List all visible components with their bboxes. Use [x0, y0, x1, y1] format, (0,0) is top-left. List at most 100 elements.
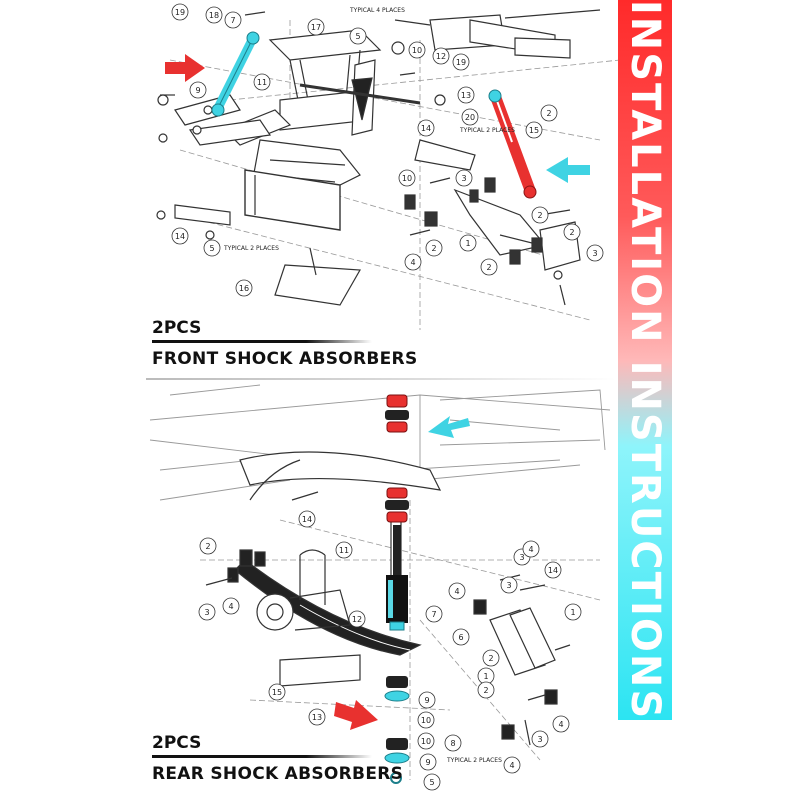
rear-shock	[384, 394, 410, 784]
front-callout-number: 12	[436, 52, 446, 61]
front-title: FRONT SHOCK ABSORBERS	[152, 349, 418, 369]
front-callout-number: 18	[209, 11, 219, 20]
front-callout-number: 2	[431, 244, 436, 253]
front-callout-circle	[480, 258, 498, 276]
front-callout-number: 14	[421, 124, 431, 133]
rear-callout-circle	[222, 597, 240, 615]
rear-callout-number: 3	[204, 608, 209, 617]
front-callout-circle	[432, 47, 450, 65]
rear-callout-circle	[423, 773, 441, 791]
front-callout-circle	[540, 104, 558, 122]
front-callout-number: 15	[529, 126, 539, 135]
rear-callout-number: 15	[272, 688, 282, 697]
front-callout-number: 7	[230, 16, 235, 25]
front-red-arrow	[165, 54, 205, 82]
front-callout-number: 11	[257, 78, 267, 87]
rear-suspension-drawing	[149, 384, 611, 780]
front-callout-circle	[235, 279, 253, 297]
rear-caption: 2PCS REAR SHOCK ABSORBERS	[152, 733, 403, 784]
rear-callout-number: 14	[302, 515, 312, 524]
rear-callout-number: 3	[519, 553, 524, 562]
rear-callout-number: 6	[458, 633, 463, 642]
front-callout-circle	[398, 169, 416, 187]
rear-callout-number: 14	[548, 566, 558, 575]
front-callout-circle	[404, 253, 422, 271]
rear-callout-number: 4	[228, 602, 233, 611]
rear-callout-circle	[477, 681, 495, 699]
rear-callout-circle	[482, 649, 500, 667]
rear-callout-number: 1	[483, 672, 488, 681]
front-shock-red	[488, 89, 537, 199]
rear-callout-number: 12	[352, 615, 362, 624]
front-callout-circle	[531, 206, 549, 224]
rear-callout-number: 3	[537, 735, 542, 744]
rear-callout-circle	[544, 561, 562, 579]
rear-callout-circle	[552, 715, 570, 733]
section-divider	[146, 378, 616, 380]
rear-callout-number: 9	[425, 758, 430, 767]
rear-callout-number: 4	[454, 587, 459, 596]
front-note-a: TYPICAL 4 PLACES	[349, 7, 405, 14]
rear-callout-circle	[444, 734, 462, 752]
rear-callout-number: 10	[421, 737, 431, 746]
front-callout-number: 17	[311, 23, 321, 32]
rear-callout-number: 4	[528, 545, 533, 554]
front-callout-circle	[455, 169, 473, 187]
rear-rule	[152, 755, 372, 758]
rear-callout-circle	[418, 691, 436, 709]
rear-callout-circle	[419, 753, 437, 771]
front-callout-circle	[457, 86, 475, 104]
rear-callout-number: 4	[509, 761, 514, 770]
front-rule	[152, 340, 372, 343]
front-callout-circle	[171, 227, 189, 245]
front-callout-circle	[205, 6, 223, 24]
installation-banner: INSTALLATION INSTRUCTIONS	[618, 0, 672, 720]
front-callout-number: 2	[546, 109, 551, 118]
rear-callout-circle	[199, 537, 217, 555]
rear-callout-circle	[417, 711, 435, 729]
rear-red-arrow	[334, 700, 378, 730]
front-callout-circle	[307, 18, 325, 36]
front-callout-circle	[253, 73, 271, 91]
front-callout-circle	[461, 108, 479, 126]
rear-quantity: 2PCS	[152, 733, 202, 753]
front-cyan-arrow	[546, 157, 590, 183]
rear-callout-number: 13	[312, 713, 322, 722]
front-callout-number: 1	[465, 239, 470, 248]
rear-callout-number: 10	[421, 716, 431, 725]
front-callout-circle	[203, 239, 221, 257]
front-shock-cyan	[211, 31, 260, 117]
front-callout-number: 2	[569, 228, 574, 237]
rear-callout-number: 2	[483, 686, 488, 695]
front-callout-number: 14	[175, 232, 185, 241]
rear-callout-number: 8	[450, 739, 455, 748]
front-callout-number: 3	[461, 174, 466, 183]
front-callout-number: 2	[537, 211, 542, 220]
rear-callout-circle	[564, 603, 582, 621]
front-callout-circle	[224, 11, 242, 29]
rear-callout-number: 4	[558, 720, 563, 729]
front-note-b: TYPICAL 2 PLACES	[459, 127, 515, 134]
rear-callout-circle	[500, 576, 518, 594]
rear-callout-number: 2	[205, 542, 210, 551]
front-callout-circle	[171, 3, 189, 21]
front-callout-number: 10	[402, 174, 412, 183]
rear-note-text: TYPICAL 2 PLACES	[446, 757, 502, 764]
rear-callout-circle	[522, 540, 540, 558]
rear-callout-circle	[298, 510, 316, 528]
rear-cyan-arrow	[428, 416, 470, 438]
rear-callout-number: 11	[339, 546, 349, 555]
front-callout-number: 9	[195, 86, 200, 95]
front-callout-number: 20	[465, 113, 475, 122]
rear-callout-circle	[417, 732, 435, 750]
rear-callout-number: 3	[506, 581, 511, 590]
banner-title: INSTALLATION INSTRUCTIONS	[622, 0, 669, 721]
front-callout-circle	[563, 223, 581, 241]
rear-title: REAR SHOCK ABSORBERS	[152, 764, 404, 784]
front-callout-number: 5	[209, 244, 214, 253]
rear-callout-circle	[335, 541, 353, 559]
rear-callout-number: 1	[570, 608, 575, 617]
front-callout-circle	[349, 27, 367, 45]
